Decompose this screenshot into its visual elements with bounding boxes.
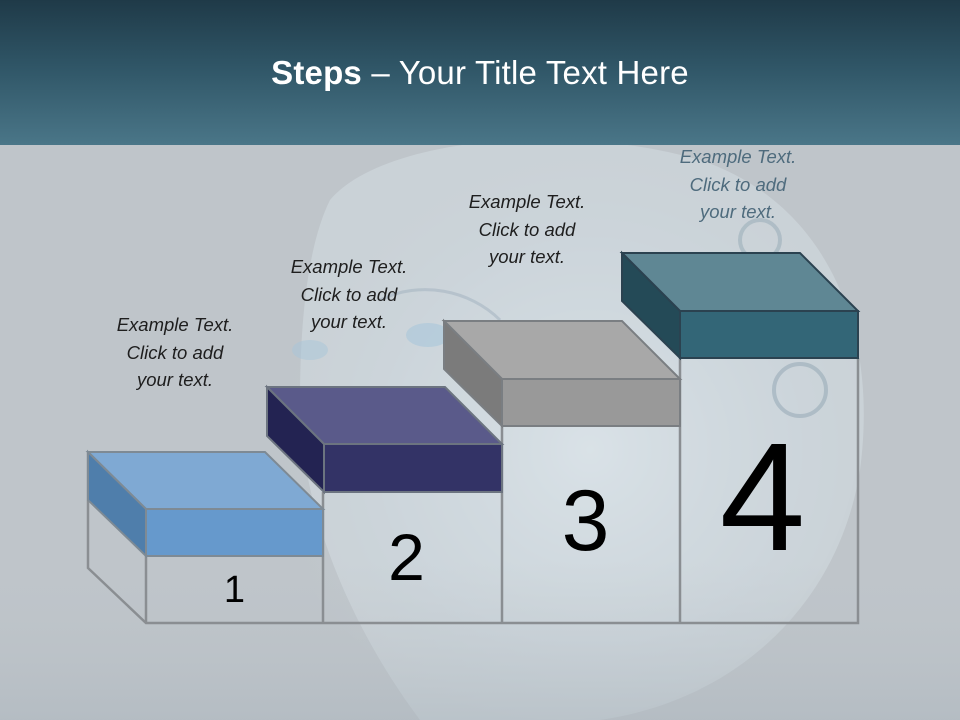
step-1-front [145, 508, 324, 557]
step-2-front [323, 443, 503, 493]
step-4-number: 4 [719, 411, 806, 583]
step-2-box[interactable] [264, 384, 505, 495]
page-title[interactable]: Steps – Your Title Text Here [0, 54, 960, 92]
step-3-front [501, 378, 681, 427]
step-3-box[interactable] [441, 318, 683, 429]
step-2-caption[interactable]: Example Text. Click to add your text. [290, 256, 408, 332]
step-3-caption[interactable]: Example Text. Click to add your text. [468, 191, 586, 267]
step-3-number: 3 [561, 473, 610, 569]
step-1-number: 1 [223, 569, 246, 611]
step-1-box[interactable] [85, 449, 326, 559]
step-4-caption[interactable]: Example Text. Click to add your text. [679, 146, 797, 222]
step-2-number: 2 [388, 520, 425, 594]
title-bold: Steps [271, 54, 362, 91]
step-1-caption[interactable]: Example Text. Click to add your text. [116, 314, 234, 390]
title-bar: Steps – Your Title Text Here [0, 0, 960, 145]
title-rest: – Your Title Text Here [362, 54, 689, 91]
step-4-box[interactable] [619, 250, 861, 361]
step-4-front [679, 310, 859, 359]
